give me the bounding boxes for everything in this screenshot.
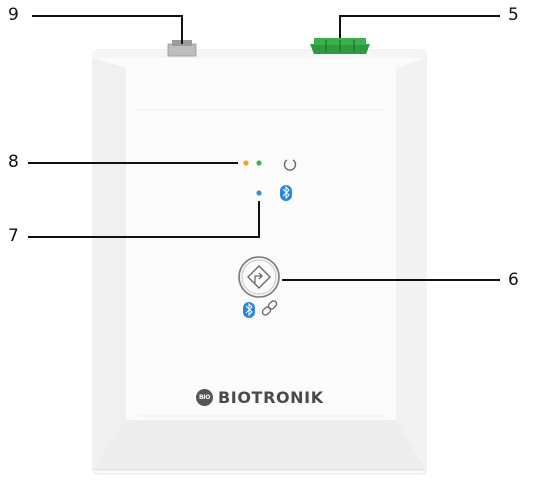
brand-logo-text: BIO	[198, 393, 210, 401]
main-button	[238, 256, 280, 298]
leader-lines	[28, 15, 500, 281]
bluetooth-icon-lower	[243, 302, 255, 318]
status-led-orange	[243, 160, 249, 166]
green-terminal-5	[310, 38, 370, 54]
status-led-blue	[256, 190, 262, 196]
leader-line-7	[28, 201, 260, 238]
power-indicator-icon	[283, 159, 297, 171]
callout-8: 8	[8, 152, 19, 172]
brand: BIO BIOTRONIK	[196, 387, 324, 407]
brand-logo-icon: BIO	[196, 388, 213, 406]
status-led-green	[256, 160, 262, 166]
brand-name: BIOTRONIK	[218, 387, 324, 407]
link-icon	[261, 300, 278, 316]
leader-line-5	[339, 15, 500, 38]
leader-line-9	[32, 15, 183, 44]
bluetooth-icon	[280, 185, 292, 201]
callout-5: 5	[508, 5, 519, 25]
button-diamond-icon	[247, 265, 271, 289]
callout-9: 9	[8, 5, 19, 25]
callout-6: 6	[508, 270, 519, 290]
callout-7: 7	[8, 226, 19, 246]
